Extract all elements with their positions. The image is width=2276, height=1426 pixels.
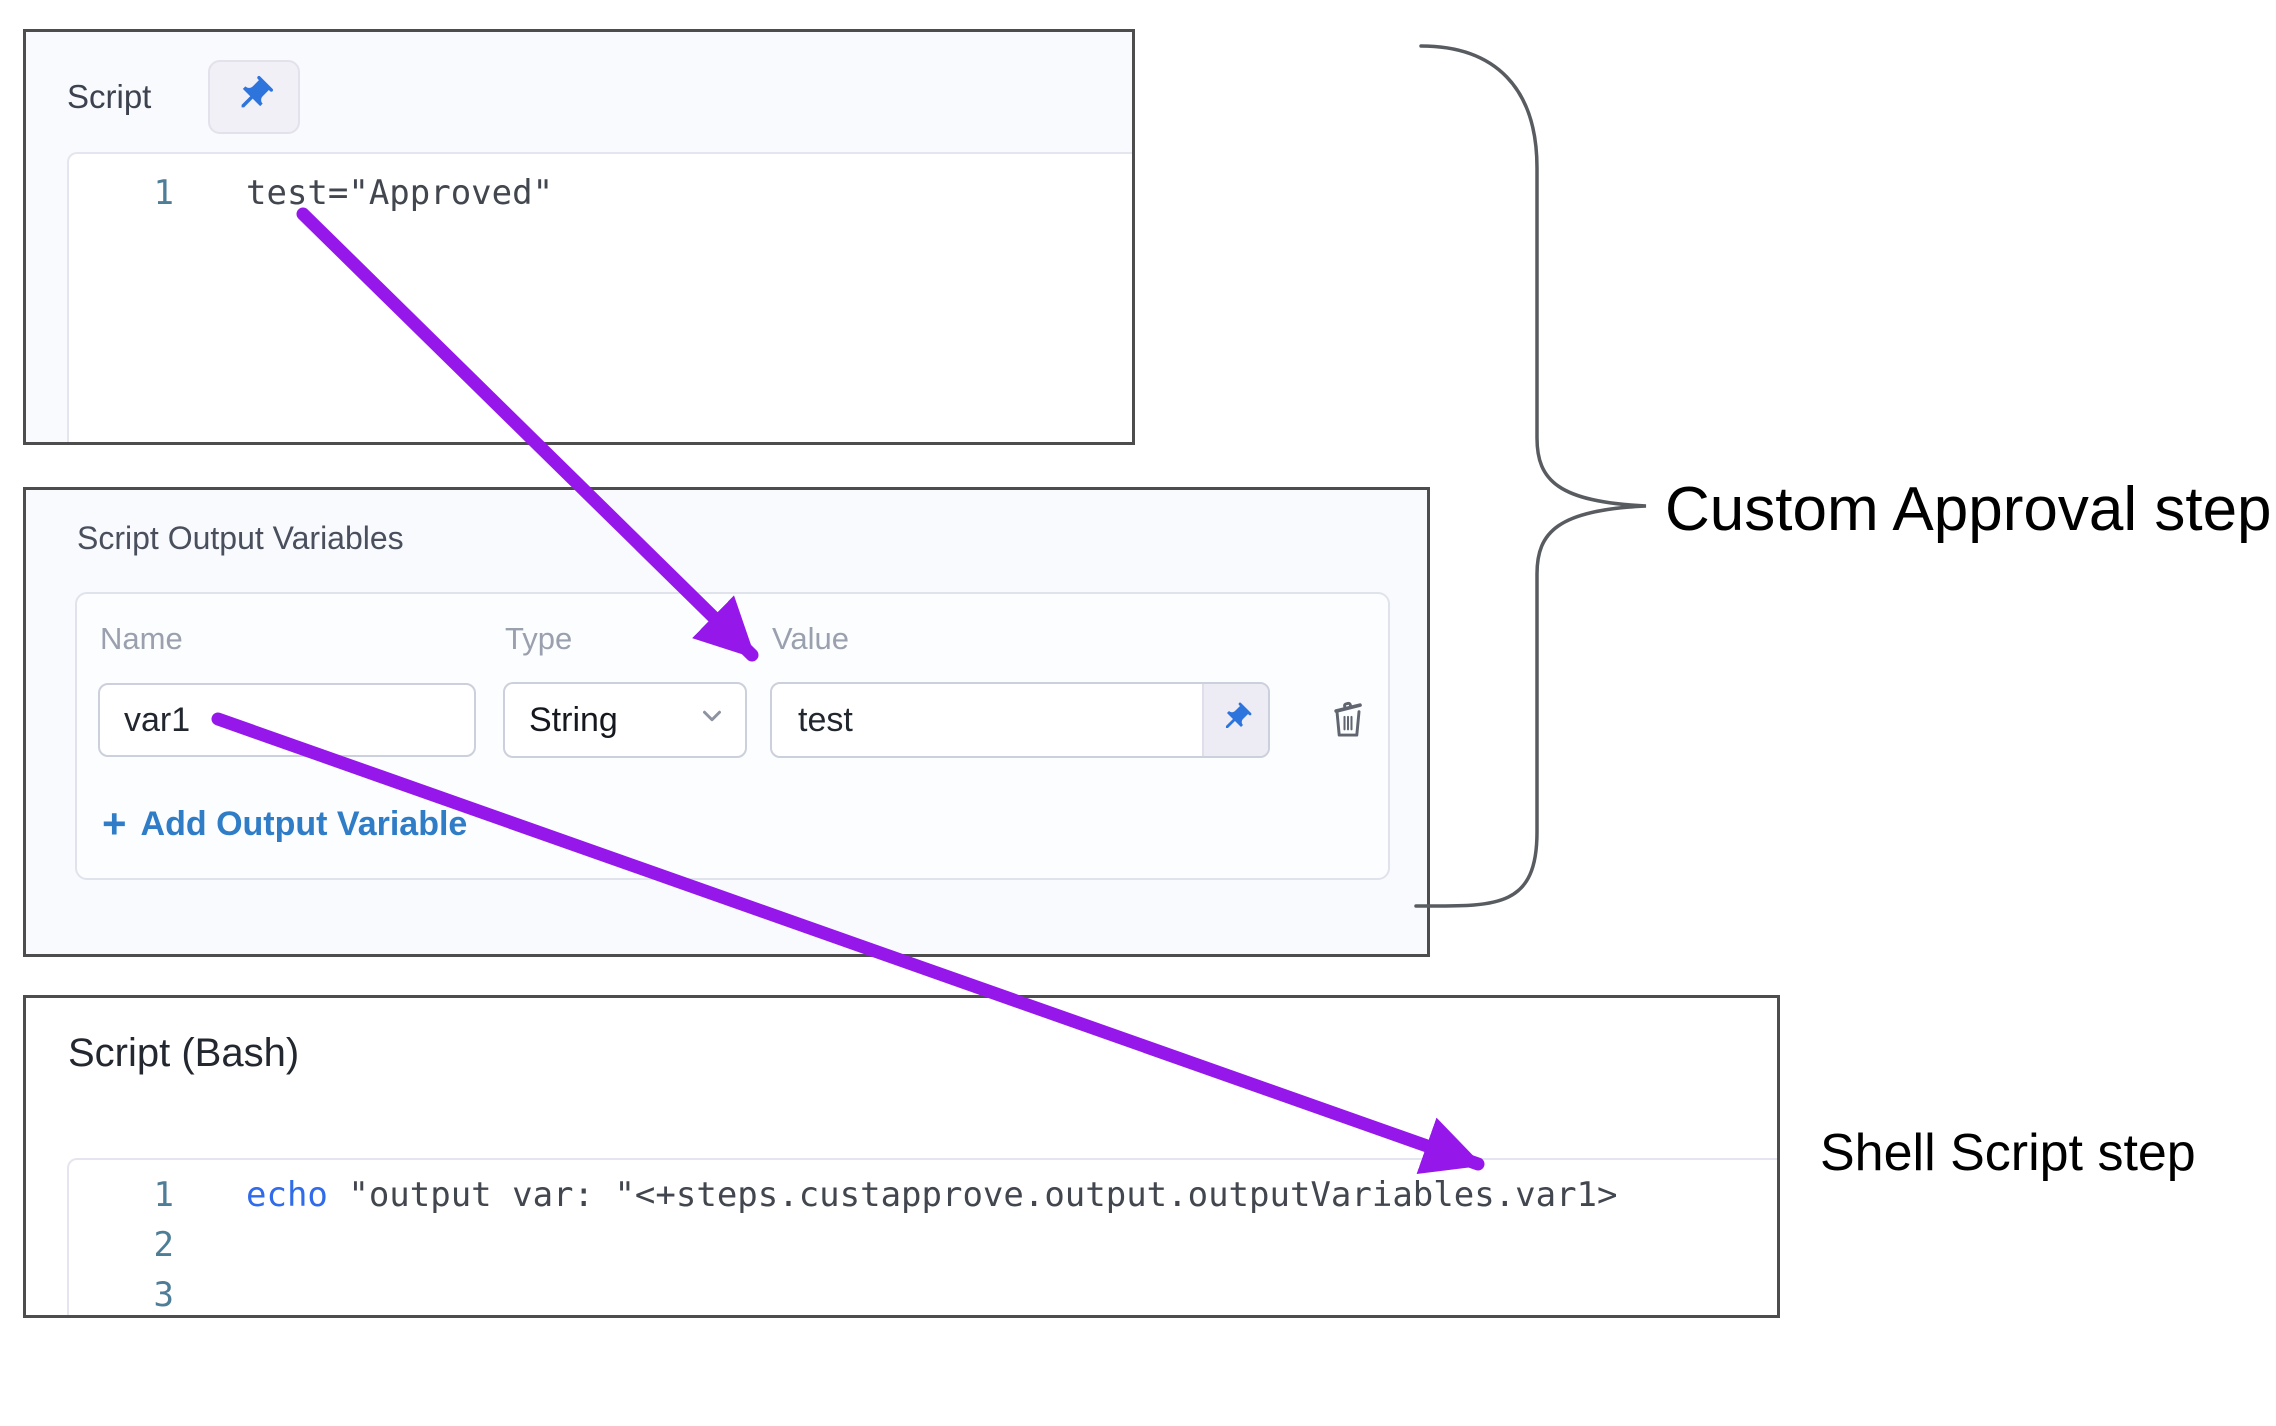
code-text: [174, 1270, 246, 1320]
value-pin-button[interactable]: [1202, 684, 1268, 756]
code-line: 2: [69, 1220, 1777, 1270]
bash-keyword: echo: [246, 1175, 328, 1215]
pushpin-icon: [1219, 701, 1253, 740]
delete-variable-button[interactable]: [1325, 696, 1371, 742]
bash-code-rest: "output var: "<+steps.custapprove.output…: [327, 1175, 1618, 1215]
line-number: 3: [153, 1275, 174, 1315]
variable-name-input[interactable]: [98, 683, 476, 757]
column-header-type: Type: [505, 621, 573, 656]
script-panel: Script 1 test="Approved": [23, 29, 1135, 445]
custom-approval-step-label: Custom Approval step: [1665, 475, 2272, 544]
output-variables-box: Name Type Value String: [75, 592, 1390, 880]
code-line: 1 test="Approved": [69, 170, 1132, 216]
code-line: 1 echo "output var: "<+steps.custapprove…: [69, 1170, 1777, 1220]
shell-script-step-label: Shell Script step: [1820, 1124, 2196, 1182]
output-variables-panel: Script Output Variables Name Type Value …: [23, 487, 1430, 957]
output-variables-title: Script Output Variables: [77, 520, 404, 556]
line-number: 2: [153, 1225, 174, 1265]
line-number: 1: [153, 1175, 174, 1215]
add-output-variable-button[interactable]: + Add Output Variable: [102, 800, 468, 847]
variable-value-input[interactable]: [772, 684, 1202, 756]
pushpin-icon: [233, 74, 275, 121]
chevron-down-icon: [697, 701, 727, 740]
variable-type-value: String: [529, 700, 618, 739]
code-line: 3: [69, 1270, 1777, 1320]
code-text: echo "output var: "<+steps.custapprove.o…: [174, 1170, 1617, 1220]
script-code-editor[interactable]: 1 test="Approved": [67, 152, 1132, 442]
column-header-name: Name: [100, 621, 183, 656]
trash-icon: [1326, 696, 1370, 743]
script-panel-title: Script: [67, 78, 152, 115]
variable-type-select[interactable]: String: [503, 682, 747, 758]
plus-icon: +: [102, 800, 127, 847]
code-text: [174, 1220, 246, 1270]
bash-code-editor[interactable]: 1 echo "output var: "<+steps.custapprove…: [67, 1158, 1777, 1315]
variable-value-group: [770, 682, 1270, 758]
bash-script-panel: Script (Bash) 1 echo "output var: "<+ste…: [23, 995, 1780, 1318]
add-output-variable-label: Add Output Variable: [140, 805, 468, 843]
line-number: 1: [153, 173, 174, 213]
curly-brace: [1414, 44, 1647, 908]
bash-script-title: Script (Bash): [68, 1031, 300, 1075]
column-header-value: Value: [772, 621, 849, 656]
script-pin-button[interactable]: [208, 60, 300, 134]
code-text: test="Approved": [246, 173, 554, 213]
